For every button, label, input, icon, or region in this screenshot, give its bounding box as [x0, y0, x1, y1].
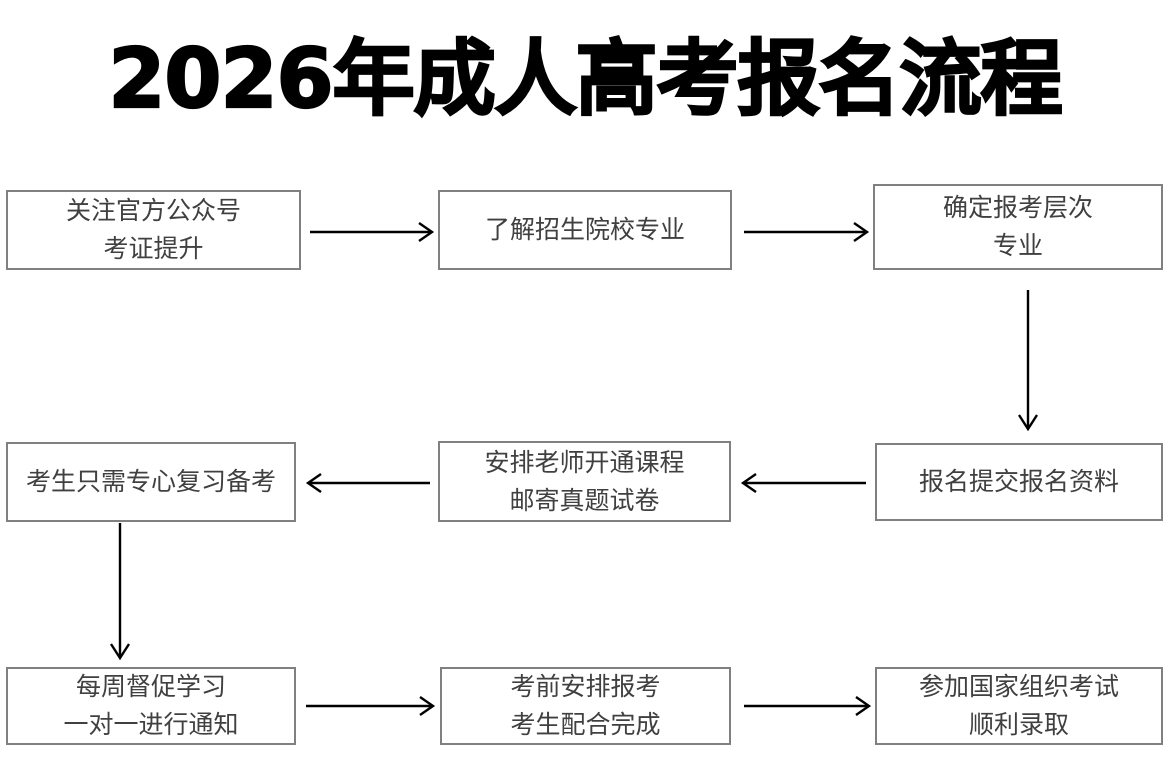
arrow-n4-to-n7: [109, 523, 131, 661]
node-line-1: 确定报考层次: [942, 193, 1093, 222]
flow-node-take-national-exam[interactable]: 参加国家组织考试 顺利录取: [875, 667, 1163, 745]
flow-node-follow-official-account[interactable]: 关注官方公众号 考证提升: [6, 190, 301, 270]
flow-node-confirm-level-major[interactable]: 确定报考层次 专业: [873, 184, 1163, 270]
arrow-n3-to-n6: [1017, 290, 1039, 432]
flow-node-pre-exam-registration[interactable]: 考前安排报考 考生配合完成: [440, 667, 731, 745]
arrow-n6-to-n5: [740, 473, 866, 493]
flow-node-focus-on-review[interactable]: 考生只需专心复习备考: [6, 442, 296, 522]
node-line-2: 考生配合完成: [510, 710, 661, 739]
arrow-n2-to-n3: [744, 222, 870, 242]
flow-node-weekly-supervision[interactable]: 每周督促学习 一对一进行通知: [6, 667, 296, 745]
arrow-n7-to-n8: [306, 696, 436, 716]
flow-node-teacher-opens-course[interactable]: 安排老师开通课程 邮寄真题试卷: [438, 441, 731, 522]
arrow-n8-to-n9: [744, 696, 872, 716]
node-line-1: 每周督促学习: [75, 672, 226, 701]
node-line-2: 专业: [992, 231, 1043, 260]
flow-node-learn-schools-majors[interactable]: 了解招生院校专业: [438, 190, 732, 270]
node-line-1: 报名提交报名资料: [918, 467, 1119, 496]
node-line-1: 关注官方公众号: [65, 196, 241, 225]
flow-node-submit-materials[interactable]: 报名提交报名资料: [875, 443, 1163, 521]
arrow-n1-to-n2: [310, 222, 435, 242]
node-line-1: 了解招生院校专业: [484, 215, 685, 244]
arrow-n5-to-n4: [305, 473, 430, 493]
node-line-1: 考前安排报考: [510, 672, 661, 701]
node-line-2: 顺利录取: [968, 710, 1069, 739]
node-line-2: 邮寄真题试卷: [509, 485, 660, 515]
node-line-2: 考证提升: [103, 234, 204, 263]
node-line-1: 参加国家组织考试: [918, 672, 1119, 701]
node-line-2: 一对一进行通知: [63, 710, 239, 739]
node-line-1: 安排老师开通课程: [484, 447, 685, 477]
node-line-1: 考生只需专心复习备考: [25, 467, 276, 496]
page-title: 2026年成人高考报名流程: [107, 31, 1063, 128]
